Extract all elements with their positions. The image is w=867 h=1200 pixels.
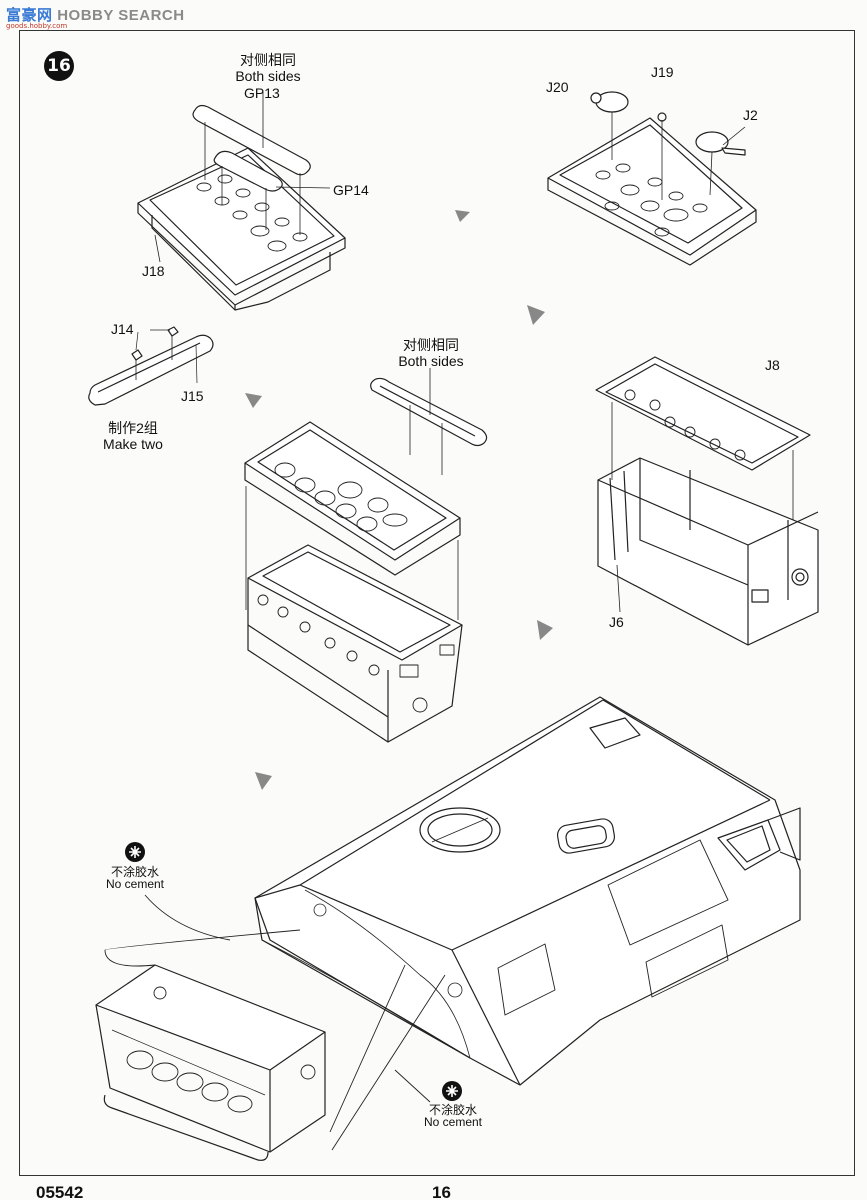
step-number-badge: 16 <box>44 51 74 81</box>
watermark-logo: 富豪网 HOBBY SEARCH <box>6 4 185 25</box>
callout-outline <box>104 894 446 1151</box>
label-both-sides-en-1: Both sides <box>235 68 301 84</box>
label-j6: J6 <box>609 614 624 630</box>
label-j8: J8 <box>765 357 780 373</box>
label-gp13: GP13 <box>244 85 280 101</box>
label-no-cement-en-1: No cement <box>105 877 165 891</box>
watermark-brand-a: 富豪网 <box>6 7 53 24</box>
part-center-assembly <box>244 368 488 743</box>
assembly-arrow-icon <box>245 210 553 790</box>
label-j14: J14 <box>111 321 134 337</box>
part-gp13 <box>192 104 311 176</box>
label-j18: J18 <box>142 263 165 279</box>
label-no-cement-cn-1: 不涂胶水 <box>110 865 159 879</box>
label-no-cement-en-2: No cement <box>423 1115 483 1129</box>
part-right-box <box>595 356 819 646</box>
part-hull <box>254 696 801 1086</box>
label-make-two-cn: 制作2组 <box>108 420 158 436</box>
part-gp14 <box>213 150 283 192</box>
label-both-sides-cn-2: 对侧相同 <box>403 337 459 353</box>
page-number: 16 <box>432 1183 451 1200</box>
label-no-cement-cn-2: 不涂胶水 <box>428 1103 477 1117</box>
label-gp14: GP14 <box>333 182 369 198</box>
watermark-brand-b: HOBBY SEARCH <box>57 7 185 24</box>
label-j20: J20 <box>546 79 569 95</box>
label-j2: J2 <box>743 107 758 123</box>
label-both-sides-cn-1: 对侧相同 <box>240 52 296 68</box>
part-j18-box <box>137 147 346 311</box>
label-j19: J19 <box>651 64 674 80</box>
label-both-sides-en-2: Both sides <box>398 353 464 369</box>
no-cement-icon <box>442 1081 462 1101</box>
leader-lines-top-left <box>154 92 331 263</box>
part-bottom-left-box <box>95 964 326 1161</box>
label-j15: J15 <box>181 388 204 404</box>
label-make-two-en: Make two <box>103 436 163 452</box>
part-top-right-assembly <box>547 91 757 266</box>
no-cement-icon <box>125 842 145 862</box>
watermark-url: goods.hobby.com <box>6 22 68 30</box>
part-j15-strip <box>88 326 214 406</box>
page-frame <box>19 30 855 1176</box>
catalog-number: 05542 <box>36 1183 84 1200</box>
